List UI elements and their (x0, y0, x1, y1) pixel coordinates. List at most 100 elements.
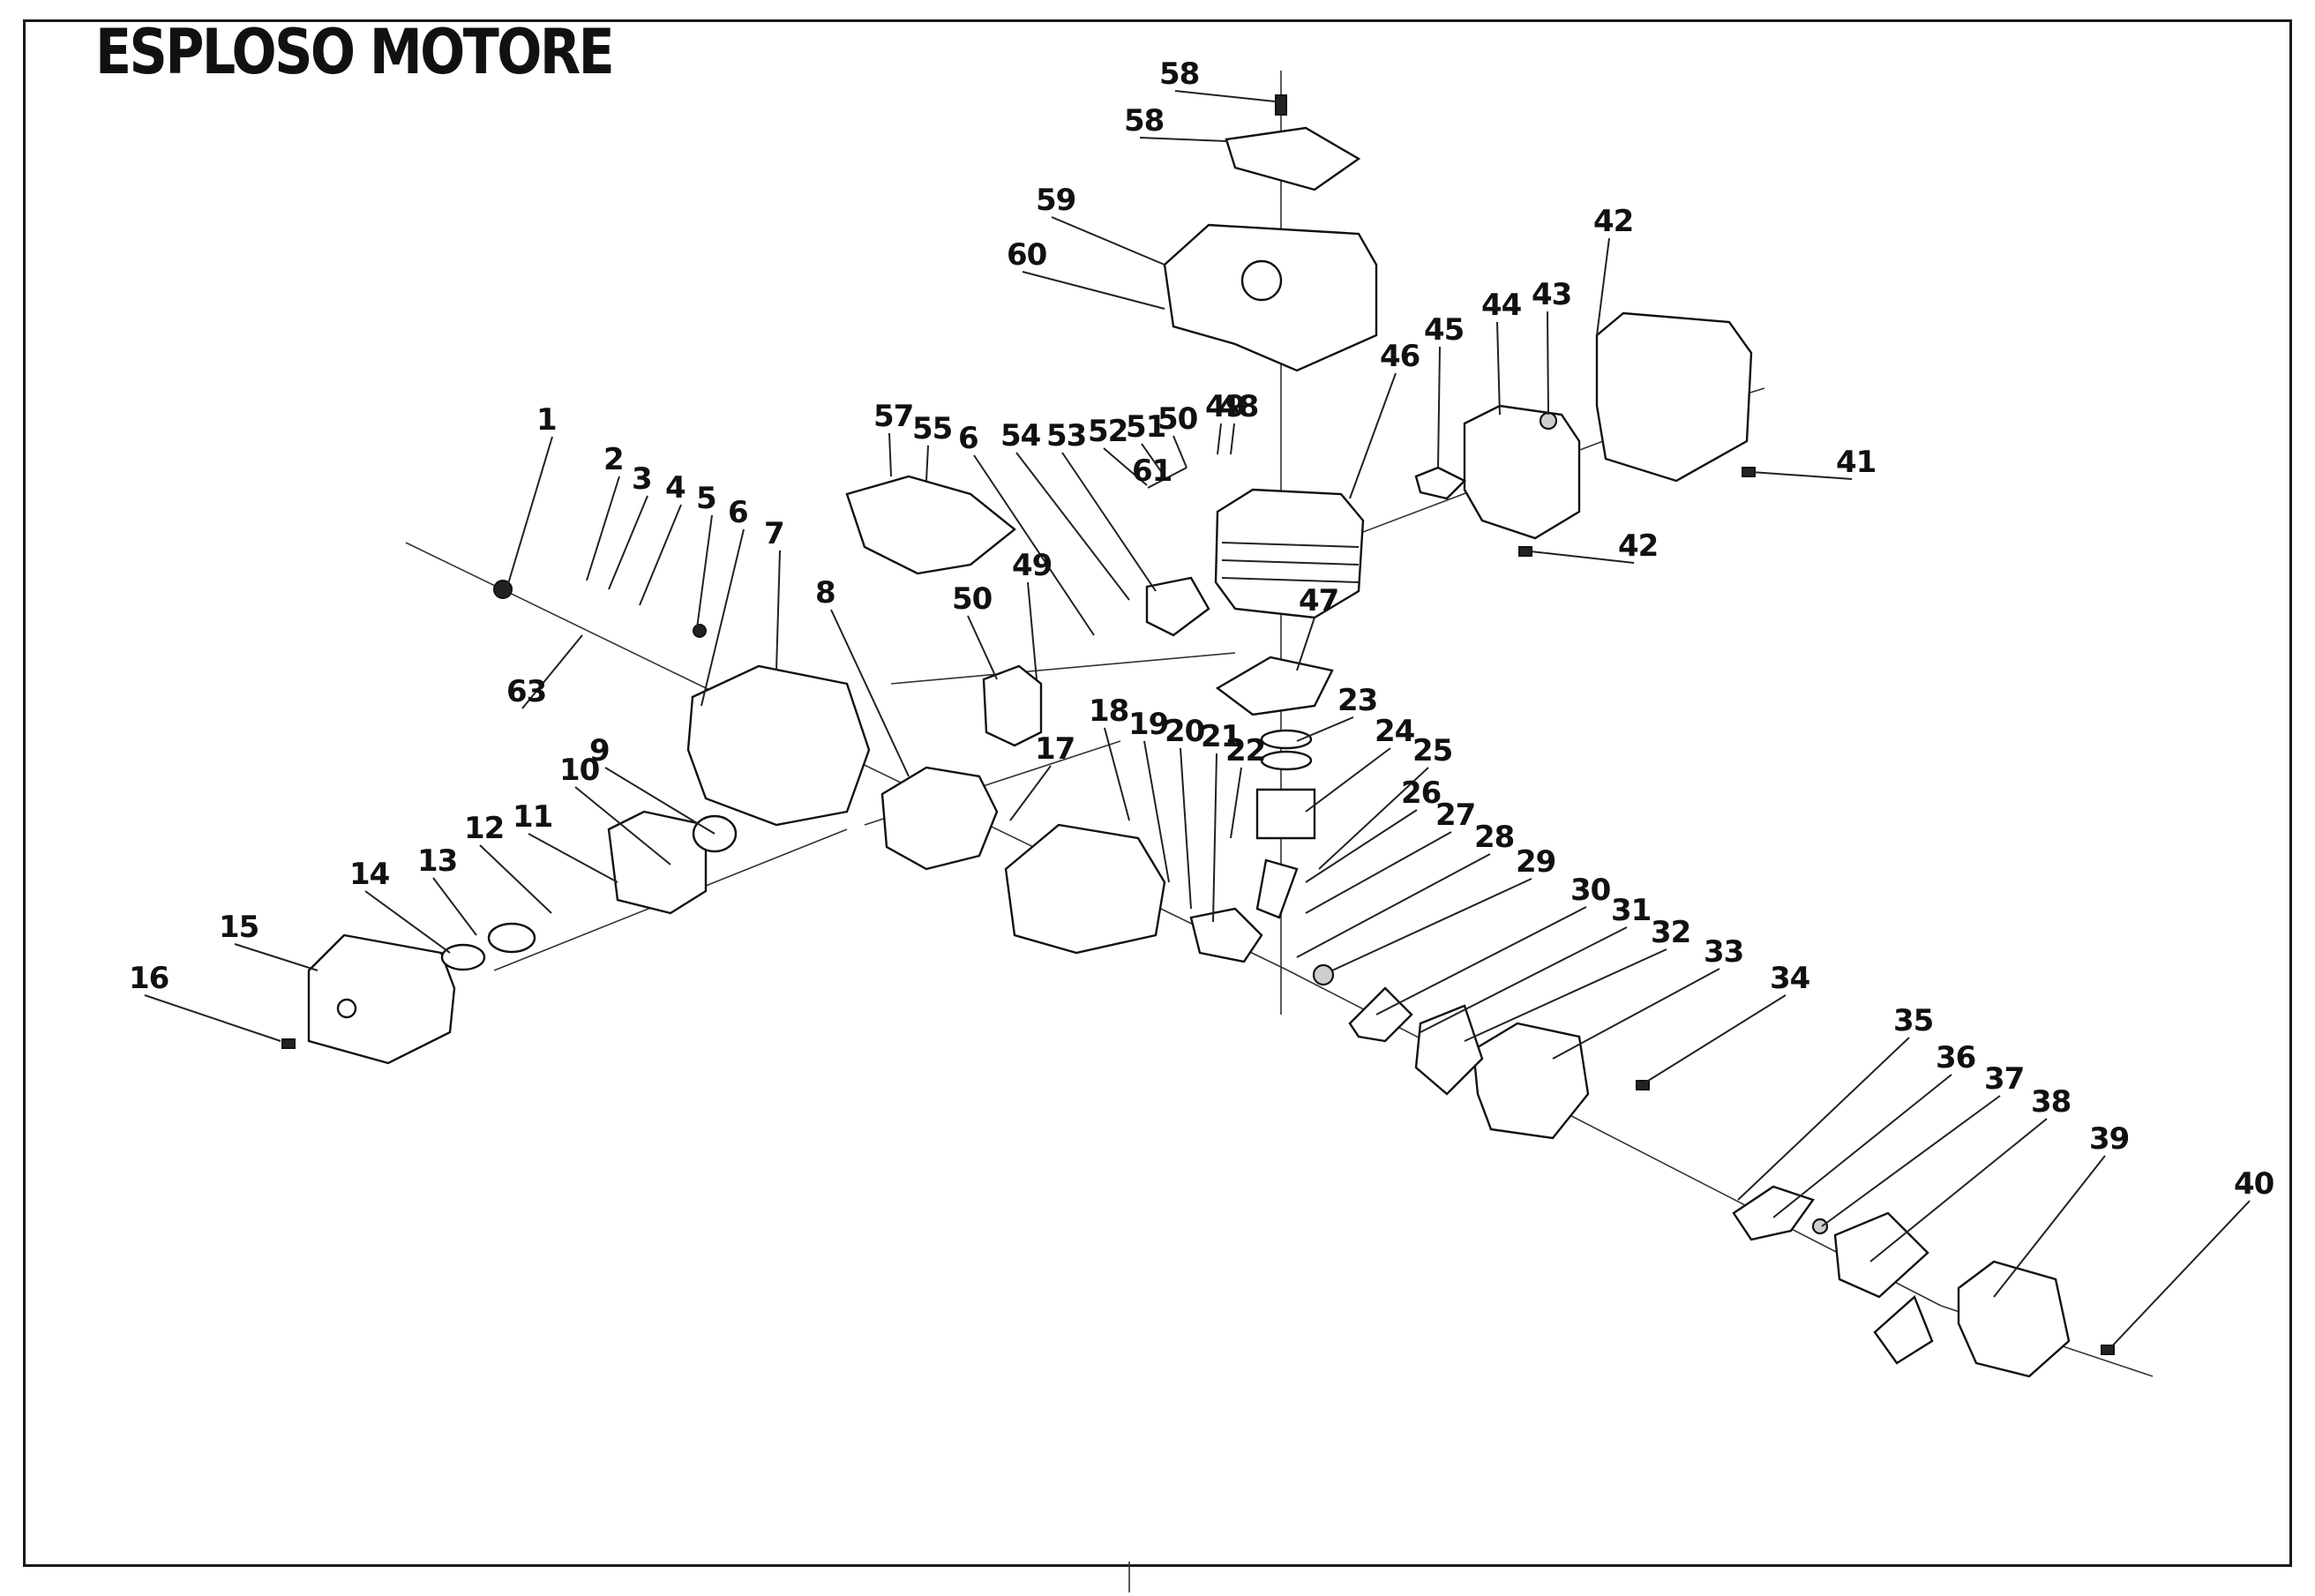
part-number-label: 5 (696, 481, 716, 516)
leader-line (1051, 216, 1165, 266)
part-number-label: 47 (1299, 583, 1338, 618)
callout-34: 34 (1640, 961, 1811, 1086)
leader-line (1750, 471, 1853, 480)
callout-7: 7 (764, 516, 785, 671)
recoil-handle (1873, 1294, 1934, 1365)
part-number-label: 60 (1007, 237, 1047, 273)
callout-42: 42 (1530, 528, 1659, 564)
callout-45: 45 (1424, 312, 1465, 468)
air-filter-body-11 (607, 810, 708, 915)
flywheel-8 (880, 766, 999, 871)
callout-13: 13 (417, 843, 477, 936)
part-number-label: 9 (589, 733, 610, 768)
callout-16: 16 (129, 961, 281, 1042)
callout-15: 15 (219, 910, 318, 971)
callout-1: 1 (506, 402, 558, 588)
callout-54: 54 (1000, 418, 1130, 601)
leader-line (1305, 831, 1452, 914)
callout-9: 9 (589, 733, 715, 835)
callout-21: 21 (1201, 719, 1241, 923)
leader-line (1772, 1074, 1952, 1218)
callout-6: 6 (700, 495, 749, 707)
leader-line (1009, 765, 1052, 821)
part-number-label: 10 (559, 753, 600, 788)
part-number-label: 19 (1128, 707, 1168, 742)
leader-line (144, 994, 281, 1042)
washer-38 (1811, 1218, 1829, 1235)
engine-parts (281, 94, 2115, 1378)
bolt-41 (2101, 1345, 2115, 1355)
cylinder-gasket-48 (1215, 656, 1334, 716)
leader-line (696, 514, 713, 629)
callout-41: 41 (1750, 445, 1877, 480)
callout-36: 36 (1772, 1040, 1976, 1218)
leader-line (2108, 1200, 2251, 1351)
cylinder-53 (1214, 488, 1365, 619)
piston-ring-24b (1260, 750, 1313, 771)
leader-line (1022, 271, 1165, 310)
part-number-label: 49 (1012, 548, 1052, 583)
part-number-label: 63 (506, 674, 546, 709)
leader-line (604, 767, 715, 835)
part-number-label: 52 (1088, 414, 1128, 449)
part-number-label: 33 (1704, 934, 1743, 970)
callout-49: 49 (1205, 389, 1246, 455)
leader-line (1104, 727, 1130, 821)
callout-55: 55 (912, 411, 953, 482)
callout-44: 44 (1481, 288, 1523, 416)
part-number-label: 45 (1424, 312, 1464, 348)
callout-22: 22 (1225, 733, 1266, 839)
part-number-label: 6 (958, 421, 978, 456)
callout-52: 52 (1088, 414, 1148, 486)
callout-50: 50 (952, 581, 998, 680)
leader-line (1437, 346, 1441, 468)
leader-line (888, 432, 892, 477)
leader-line (700, 528, 745, 707)
callout-49: 49 (1012, 548, 1053, 680)
leader-line (1212, 753, 1217, 923)
part-number-label: 29 (1516, 844, 1555, 880)
part-number-label: 26 (1401, 776, 1441, 811)
callout-3: 3 (608, 461, 653, 590)
part-number-label: 27 (1435, 798, 1475, 833)
leader-line (1375, 906, 1587, 1015)
diagram-frame (23, 19, 2292, 1567)
callout-27: 27 (1305, 798, 1476, 914)
nut-44 (1539, 411, 1558, 431)
callout-30: 30 (1375, 873, 1612, 1015)
callout-61: 61 (1132, 453, 1187, 489)
part-number-label: 35 (1893, 1003, 1933, 1038)
leader-line (1143, 740, 1170, 883)
leader-line (506, 436, 553, 588)
callout-32: 32 (1464, 915, 1691, 1042)
part-number-label: 2 (603, 442, 624, 477)
callout-59: 59 (1036, 183, 1165, 266)
ignition-coil-57 (845, 475, 1016, 575)
starter-housing-40 (1957, 1260, 2071, 1378)
callout-31: 31 (1420, 893, 1652, 1033)
callout-40: 40 (2108, 1166, 2275, 1351)
leader-line (234, 943, 318, 971)
leader-line (1464, 948, 1667, 1042)
bolt-35 (1636, 1080, 1650, 1090)
part-number-label: 28 (1474, 820, 1514, 855)
part-number-label: 44 (1481, 288, 1522, 323)
callout-17: 17 (1009, 731, 1075, 821)
leader-line (1530, 551, 1635, 564)
crankshaft-21 (1189, 907, 1263, 963)
callout-18: 18 (1089, 693, 1130, 821)
leader-line (1230, 767, 1242, 839)
piston-25 (1255, 788, 1316, 840)
part-number-label: 57 (873, 399, 913, 434)
callout-48: 48 (1218, 389, 1259, 455)
part-number-label: 30 (1570, 873, 1611, 908)
leader-line (1147, 467, 1187, 489)
leader-line (1496, 321, 1501, 416)
leader-line (775, 550, 781, 671)
part-number-label: 54 (1000, 418, 1041, 453)
leader-line (1869, 1118, 2048, 1263)
bearing-30 (1312, 963, 1335, 986)
filter-plate-15 (440, 943, 486, 971)
cover-knob (336, 998, 357, 1019)
